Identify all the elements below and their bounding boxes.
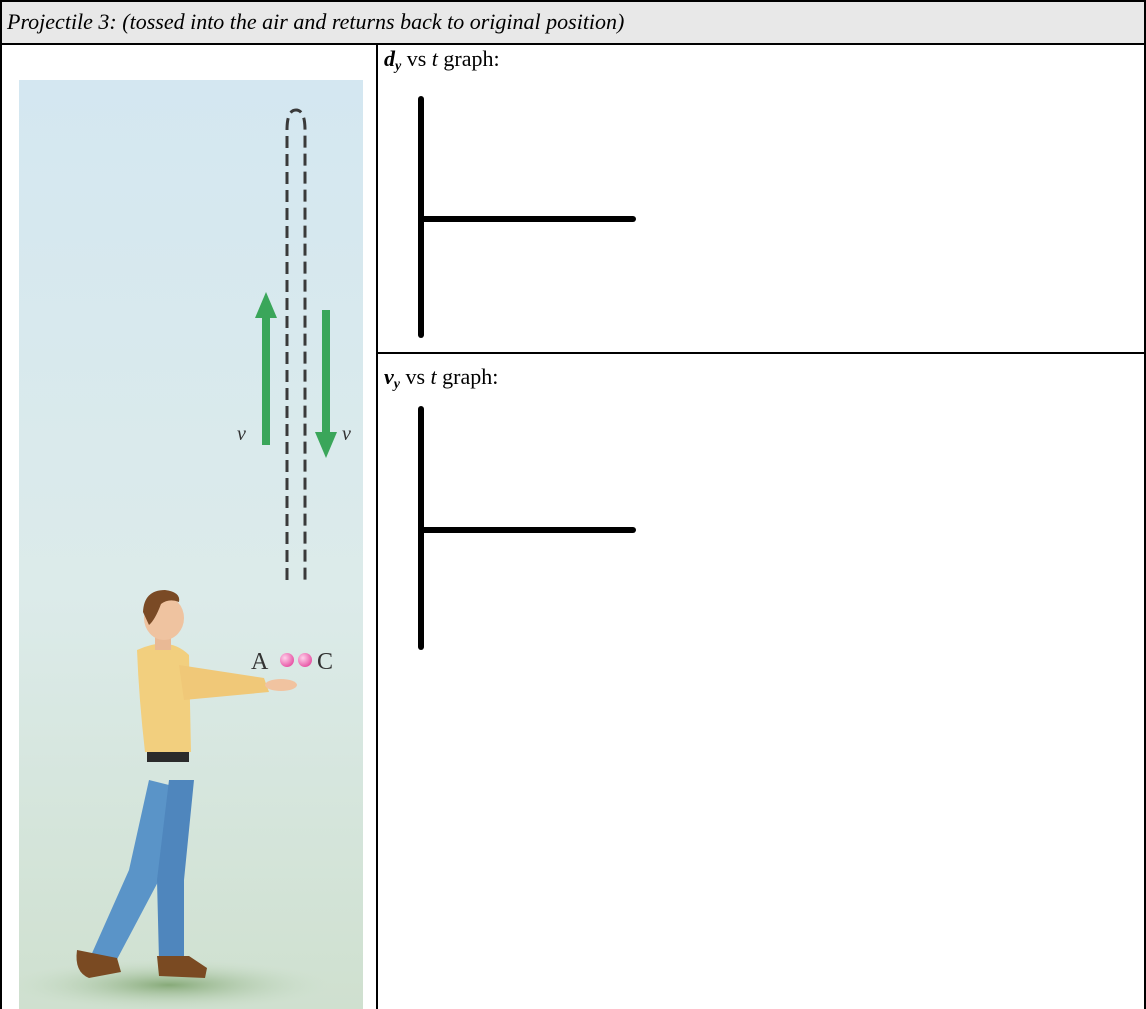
vy-subscript: y: [393, 377, 400, 392]
up-velocity-arrow: [255, 292, 277, 445]
point-c-label: C: [317, 649, 333, 675]
border-left: [0, 0, 2, 1009]
column-divider: [376, 43, 378, 1009]
trajectory-path: [285, 108, 307, 580]
vy-vs-word: vs: [405, 364, 426, 389]
dy-graph-word: graph:: [443, 46, 500, 71]
border-right: [1144, 0, 1146, 352]
header-divider: [0, 43, 1146, 45]
graph-row-divider: [376, 352, 1146, 354]
table-header: Projectile 3: (tossed into the air and r…: [1, 1, 1145, 43]
dy-subscript: y: [395, 59, 402, 74]
vy-variable: v: [384, 364, 394, 389]
vy-graph-word: graph:: [442, 364, 499, 389]
up-velocity-label: v: [237, 423, 246, 445]
sky-background: [19, 80, 363, 1009]
border-top: [0, 0, 1146, 2]
dy-vs-t-label: dy vs t graph:: [384, 46, 500, 74]
point-a-label: A: [251, 649, 269, 675]
vy-graph-horizontal-axis: [418, 527, 636, 533]
dy-graph-horizontal-axis: [418, 216, 636, 222]
vy-t-variable: t: [430, 364, 437, 389]
down-velocity-label: v: [342, 423, 351, 445]
person-figure: [76, 590, 297, 978]
ball-a: [280, 653, 294, 667]
down-velocity-arrow: [315, 310, 337, 458]
dy-t-variable: t: [431, 46, 438, 71]
header-title: Projectile 3: (tossed into the air and r…: [7, 9, 625, 34]
vy-vs-t-label: vy vs t graph:: [384, 364, 499, 392]
border-right-lower: [1144, 352, 1146, 1009]
dy-variable: d: [384, 46, 395, 71]
dy-vs-word: vs: [406, 46, 427, 71]
ball-c: [298, 653, 312, 667]
toss-illustration: v v A C: [19, 80, 363, 1009]
